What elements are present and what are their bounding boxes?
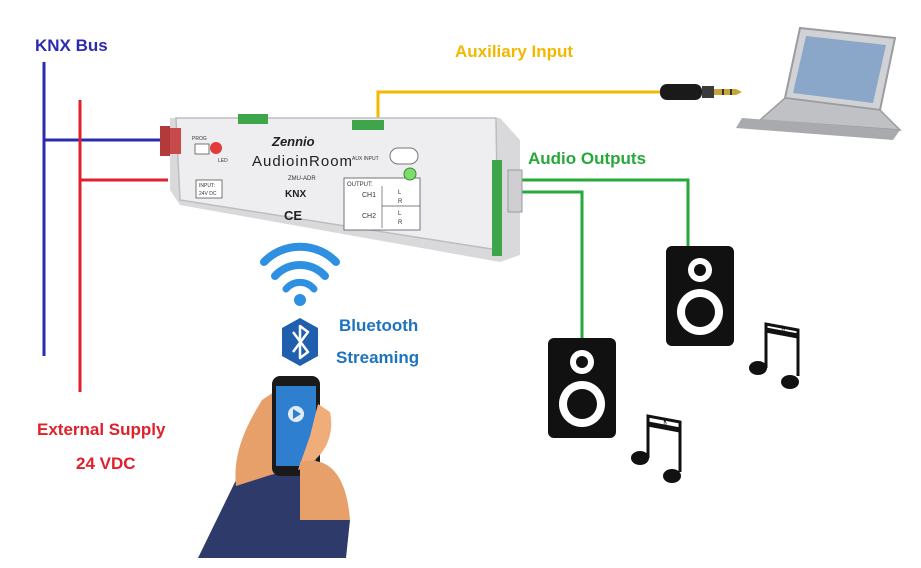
speaker-icon	[548, 338, 616, 438]
external-supply-wires	[78, 100, 168, 392]
device-product-name: AudioinRoom	[252, 153, 353, 170]
device-model: ZMU-ADR	[288, 176, 316, 182]
device-prog-label: PROG	[192, 136, 207, 142]
external-supply-label: External Supply	[37, 420, 166, 439]
audio-output-wires	[520, 178, 690, 338]
wireless-signal-icon	[260, 242, 340, 306]
audio-outputs-label: Audio Outputs	[528, 149, 647, 168]
bluetooth-label: Bluetooth	[339, 316, 419, 335]
device-ch2: CH2	[362, 213, 376, 220]
audioinroom-device	[160, 114, 523, 262]
device-brand: Zennio	[271, 134, 315, 149]
auxiliary-input-wire	[376, 90, 665, 122]
device-voltage: 24V DC	[199, 191, 217, 197]
audio-jack-icon	[660, 84, 742, 100]
device-ch1-right: R	[398, 199, 403, 205]
speaker-icon	[666, 246, 734, 346]
auxiliary-input-label: Auxiliary Input	[455, 42, 574, 61]
device-input-label: INPUT:	[199, 183, 215, 189]
music-notes-icon: ♪	[749, 321, 800, 389]
laptop-icon	[736, 26, 902, 140]
device-led-label: LED	[218, 158, 228, 164]
streaming-label: Streaming	[336, 348, 420, 367]
svg-text:♪: ♪	[660, 415, 668, 432]
svg-text:♪: ♪	[778, 321, 786, 338]
hand-smartphone-icon	[198, 376, 350, 558]
voltage-label: 24 VDC	[76, 454, 136, 473]
device-ch2-left: L	[398, 211, 402, 217]
device-ch1-left: L	[398, 190, 402, 196]
knx-bus-label: KNX Bus	[35, 36, 108, 55]
device-knx-mark: KNX	[285, 189, 306, 200]
device-aux-input-label: AUX INPUT	[352, 156, 379, 162]
music-notes-icon: ♪	[631, 414, 682, 483]
bluetooth-icon	[282, 318, 318, 366]
device-ch1: CH1	[362, 192, 376, 199]
device-ce-mark: CE	[284, 208, 302, 223]
knx-bus-wires	[42, 62, 168, 356]
device-ch2-right: R	[398, 220, 403, 226]
device-output-label: OUTPUT:	[347, 182, 373, 188]
